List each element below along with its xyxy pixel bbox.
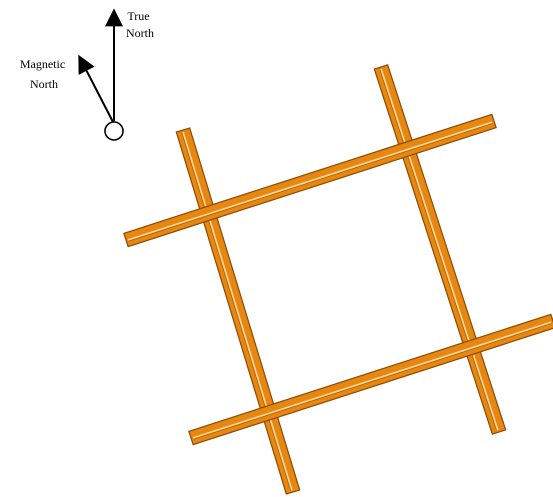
magnetic-north-arrow [80,58,113,122]
magnetic-north-label: Magnetic North [20,57,68,91]
lumber-grid [124,65,553,494]
compass-origin-circle [105,122,123,140]
true-north-label-line1: True [127,9,149,23]
true-north-label: True North [126,9,154,40]
magnetic-north-label-line1: Magnetic [20,57,65,71]
magnetic-north-label-line2: North [30,77,58,91]
compass: True North Magnetic North [20,9,154,140]
true-north-label-line2: North [126,26,154,40]
